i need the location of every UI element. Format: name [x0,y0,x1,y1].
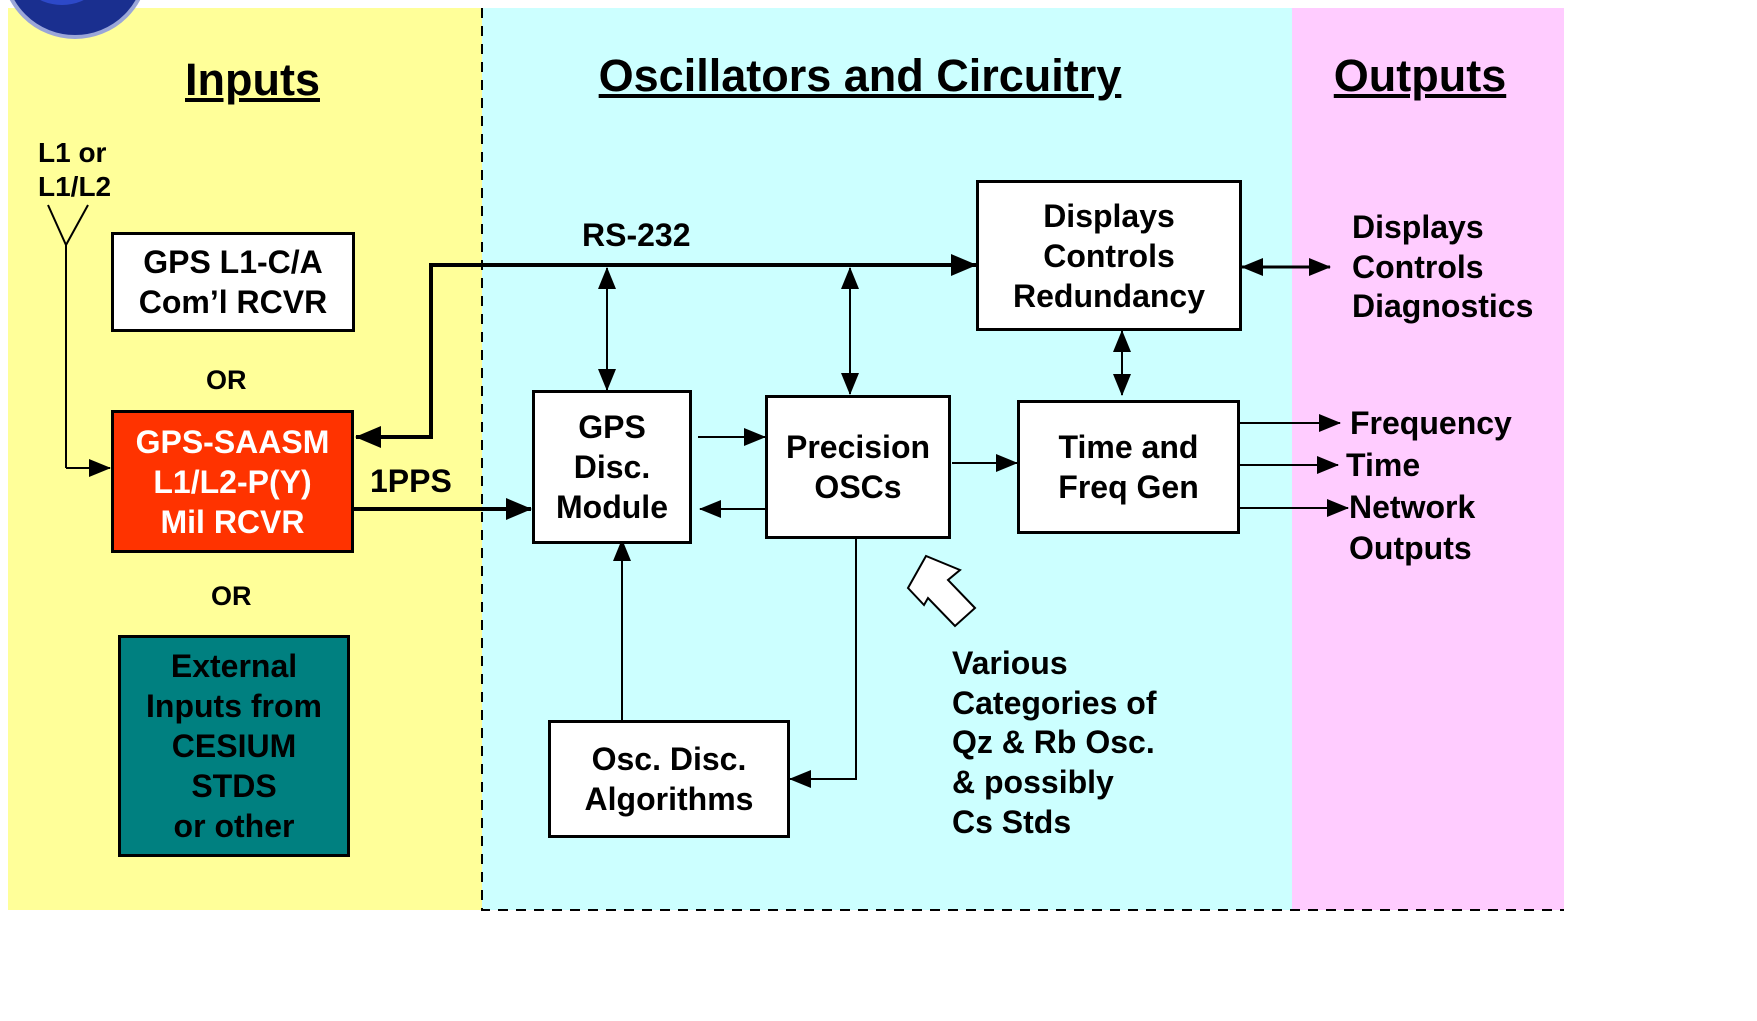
gps-com-rcvr-box: GPS L1-C/A Com’l RCVR [111,232,355,332]
hollow-pointer-arrow-icon [906,554,977,628]
antenna-icon [47,204,89,468]
or-label-1: OR [206,365,247,395]
dashed-boundary [481,8,1564,911]
external-inputs-box: External Inputs from CESIUM STDS or othe… [118,635,350,857]
gps-mil-rcvr-box: GPS-SAASM L1/L2-P(Y) Mil RCVR [111,410,354,553]
output-displays-label: Displays Controls Diagnostics [1352,209,1534,325]
oscillator-categories-note: Various Categories of Qz & Rb Osc. & pos… [952,645,1157,840]
inputs-header: Inputs [185,54,320,105]
blue-sphere-logo-icon [9,0,141,39]
gps-disc-module-box: GPS Disc. Module [532,390,692,544]
displays-controls-box: Displays Controls Redundancy [976,180,1242,331]
output-network-label: Network Outputs [1349,489,1476,566]
precision-to-algorithms-arrow [789,538,857,788]
antenna-label: L1 or L1/L2 [38,137,112,202]
time-freq-gen-box: Time and Freq Gen [1017,400,1240,534]
or-label-2: OR [211,581,252,611]
outputs-header: Outputs [1333,50,1507,101]
pps-label: 1PPS [370,463,452,499]
output-time-label: Time [1346,447,1421,483]
precision-oscs-box: Precision OSCs [765,395,951,539]
output-frequency-label: Frequency [1350,405,1512,441]
osc-disc-algorithms-box: Osc. Disc. Algorithms [548,720,790,838]
rs232-label: RS-232 [582,217,691,253]
rs232-bus-arrow [355,254,977,448]
oscillators-header: Oscillators and Circuitry [598,50,1122,101]
